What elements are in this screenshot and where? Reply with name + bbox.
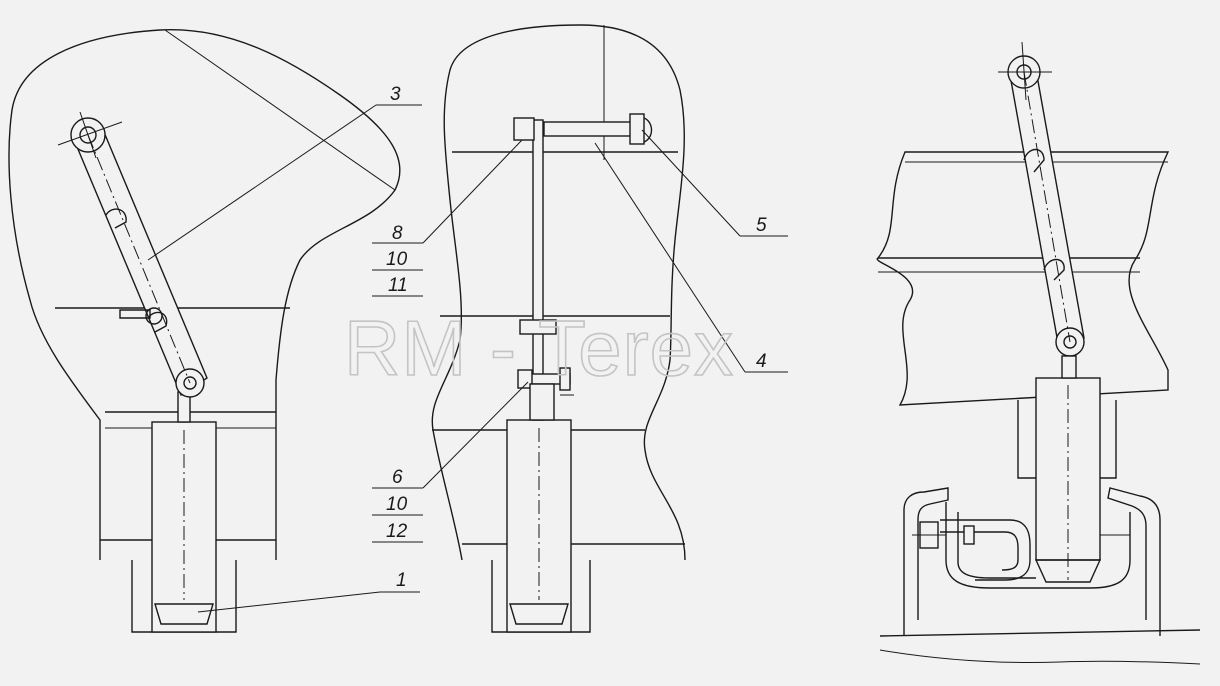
callout-1-text: 1 — [396, 570, 407, 591]
right-link-bar — [1009, 69, 1085, 344]
stack-bottom-label-3: 12 — [386, 521, 408, 542]
callout-stack-top: 8 10 11 — [372, 139, 523, 297]
right-view — [876, 41, 1201, 665]
left-link-bar — [74, 123, 208, 397]
left-view — [8, 28, 401, 633]
watermark: RM - Terex — [344, 304, 734, 392]
left-view-outline — [8, 28, 401, 560]
stack-top-label-3: 11 — [388, 275, 408, 296]
stack-bottom-label-2: 10 — [386, 494, 408, 515]
callout-3: 3 — [147, 84, 422, 261]
callout-3-text: 3 — [390, 84, 401, 105]
stack-top-label-1: 8 — [392, 223, 403, 244]
middle-view-outline — [431, 24, 686, 561]
callout-5: 5 — [641, 129, 788, 237]
stack-top-label-2: 10 — [386, 249, 408, 270]
callout-4: 4 — [594, 142, 788, 373]
stack-bottom-label-1: 6 — [392, 467, 403, 488]
right-view-band — [876, 151, 1170, 406]
callout-4-text: 4 — [756, 351, 767, 372]
top-bolt — [543, 121, 633, 137]
callout-5-text: 5 — [756, 215, 767, 236]
callout-stack-bottom: 6 10 12 — [372, 381, 529, 543]
middle-view — [431, 24, 686, 633]
callout-1: 1 — [197, 570, 420, 613]
